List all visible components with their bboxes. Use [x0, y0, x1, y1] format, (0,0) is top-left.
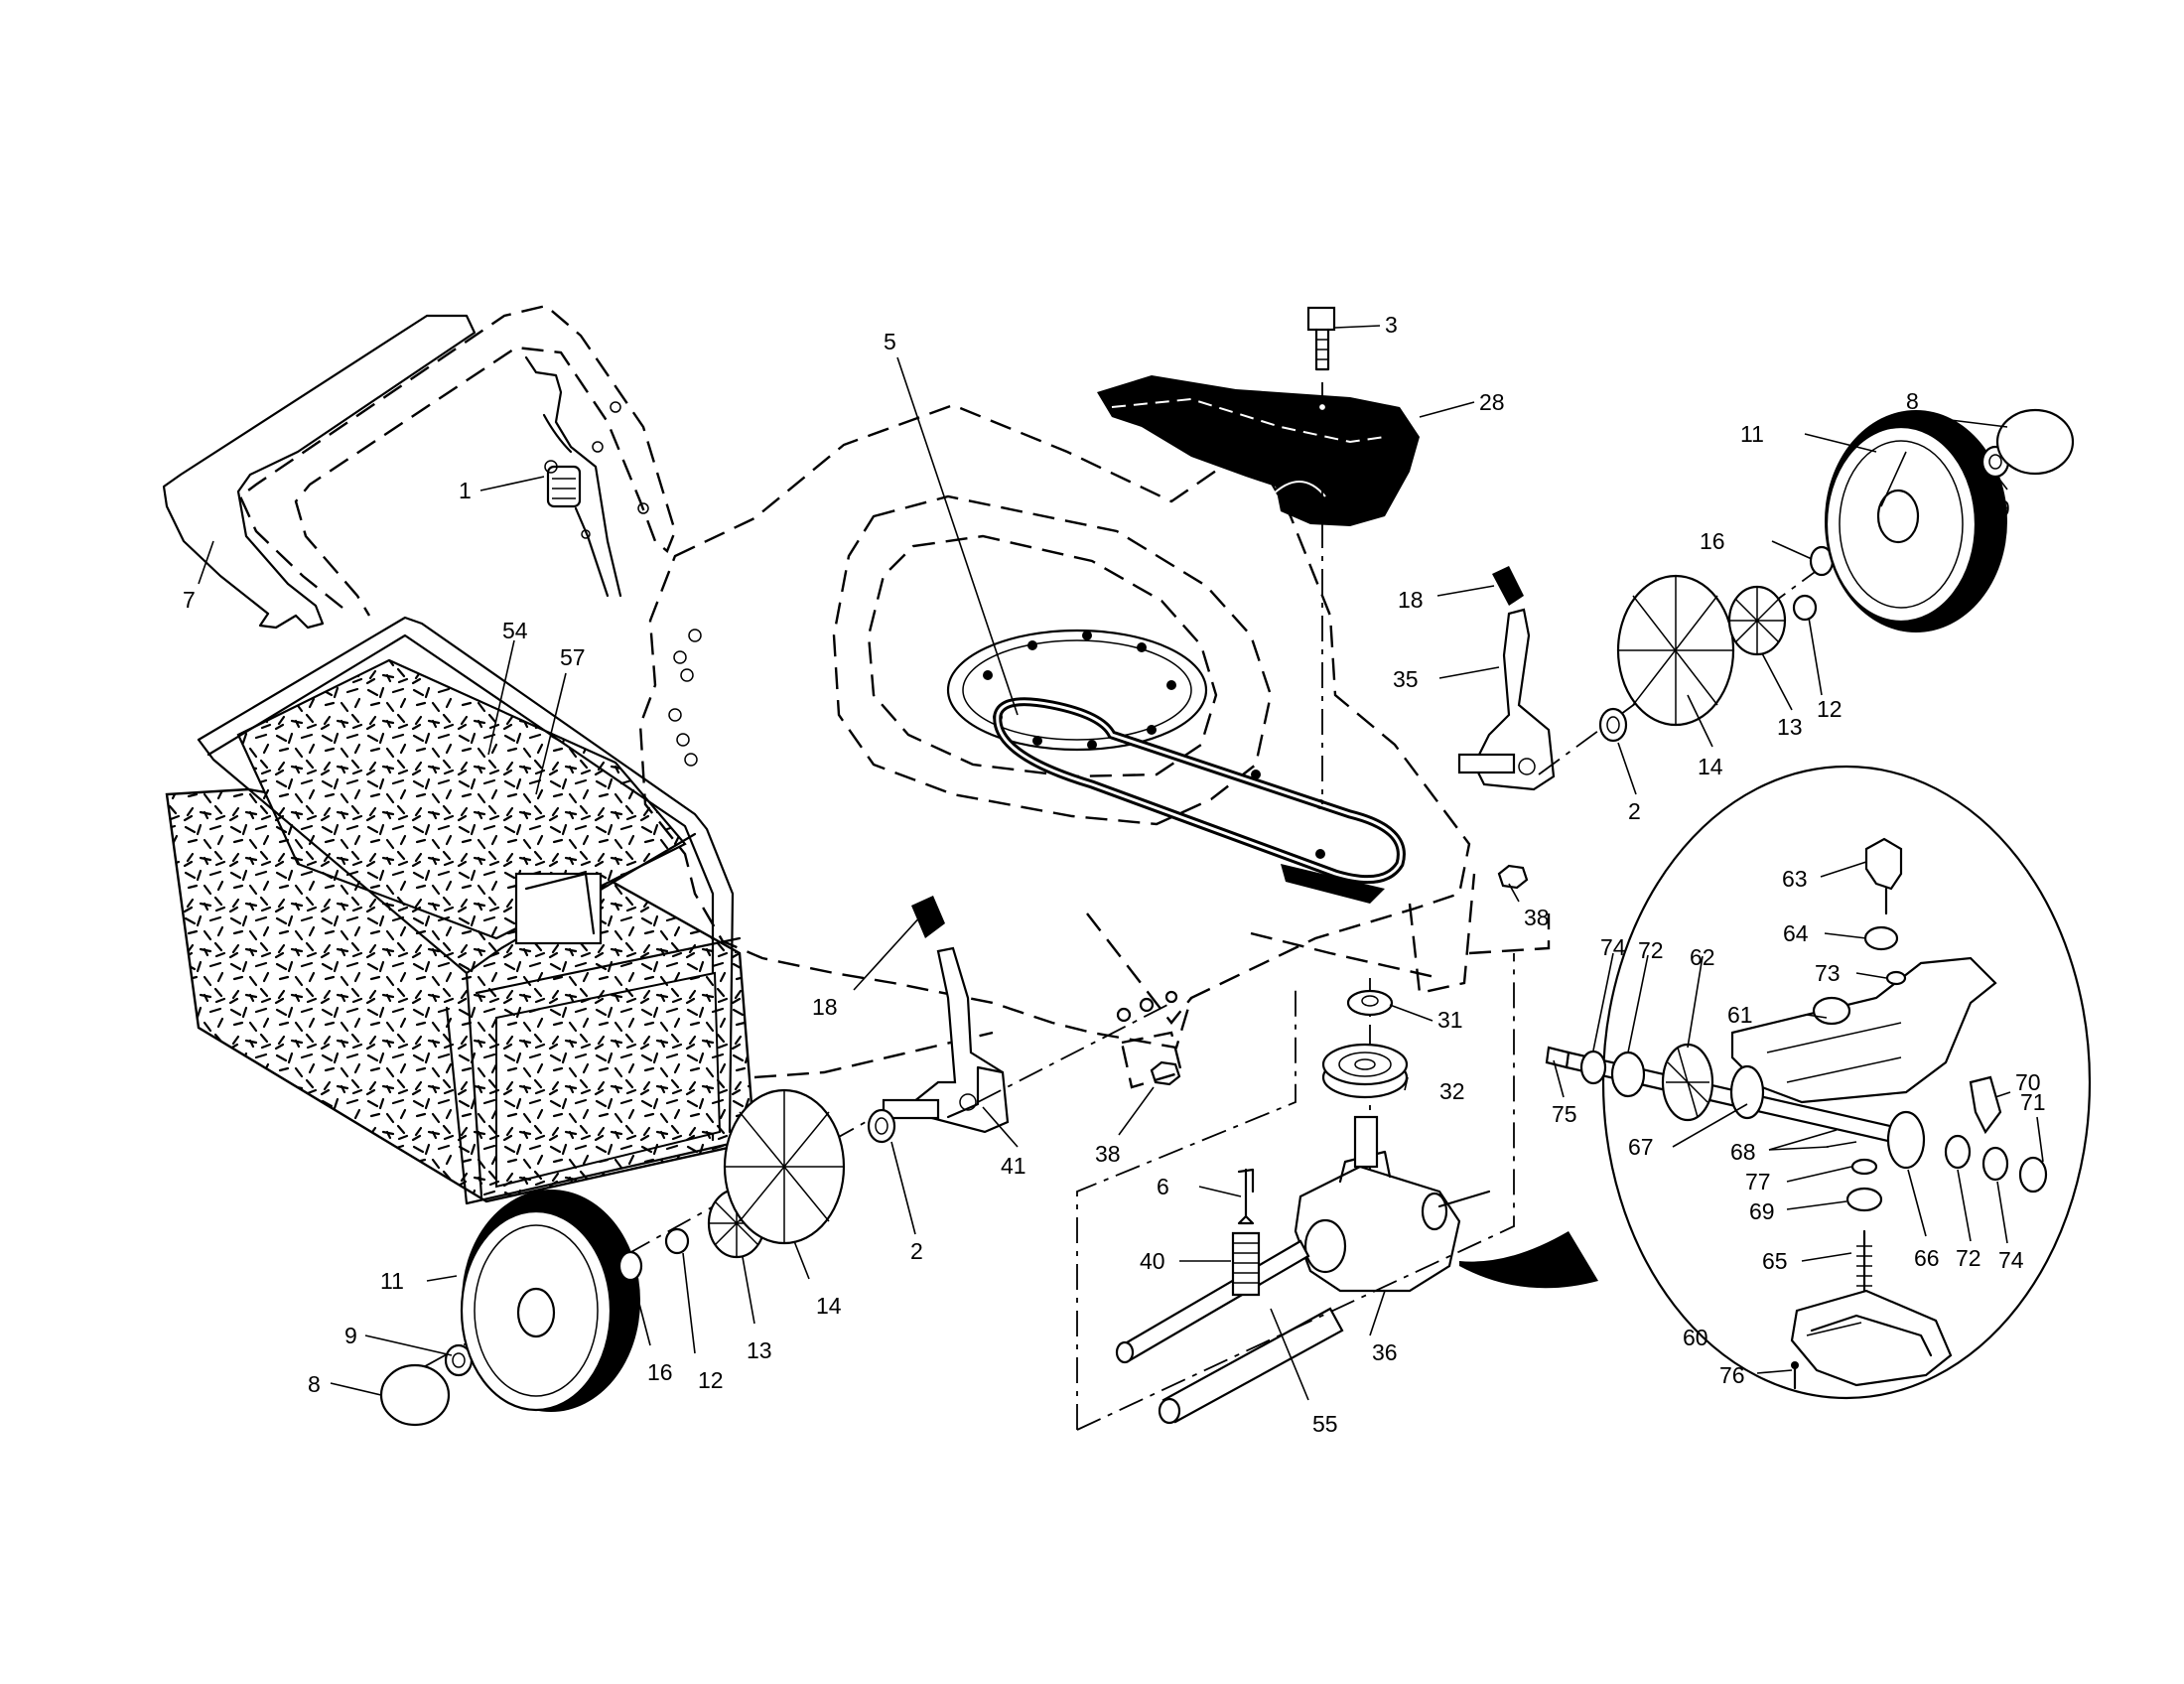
callout-72: 72 — [1638, 937, 1664, 963]
callout-63: 63 — [1782, 866, 1808, 892]
callout-74: 74 — [1998, 1247, 2024, 1273]
callout-31: 31 — [1437, 1007, 1463, 1033]
transmission-detail-inset — [1459, 765, 2092, 1400]
callout-8: 8 — [1906, 388, 1919, 414]
callout-9: 9 — [1997, 495, 2010, 521]
callout-64: 64 — [1783, 920, 1809, 946]
transmission-group — [1076, 953, 1515, 1431]
callout-36: 36 — [1372, 1339, 1398, 1365]
callout-74: 74 — [1600, 934, 1626, 960]
mower-deck — [638, 403, 1551, 1079]
callout-70: 70 — [2015, 1069, 2041, 1095]
callout-76: 76 — [1719, 1362, 1745, 1388]
callout-11: 11 — [380, 1268, 404, 1294]
callout-41: 41 — [1001, 1153, 1026, 1179]
callout-18: 18 — [812, 994, 838, 1020]
callout-5: 5 — [884, 329, 896, 354]
right-wheel-group — [1497, 408, 2075, 890]
callout-2: 2 — [910, 1238, 923, 1264]
callout-7: 7 — [183, 587, 196, 613]
callout-61: 61 — [1727, 1002, 1753, 1028]
callout-60: 60 — [1683, 1325, 1708, 1350]
callout-12: 12 — [698, 1367, 724, 1393]
callout-12: 12 — [1817, 696, 1843, 722]
callout-67: 67 — [1628, 1134, 1654, 1160]
callout-18: 18 — [1398, 587, 1424, 613]
callout-62: 62 — [1690, 944, 1715, 970]
callout-labels: 1 2 2 3 5 6 7 8 8 9 9 11 11 12 12 13 13 … — [183, 312, 2046, 1437]
callout-11: 11 — [1740, 421, 1764, 447]
callout-72: 72 — [1956, 1245, 1981, 1271]
grass-catcher — [165, 616, 756, 1205]
callout-69: 69 — [1749, 1198, 1775, 1224]
callout-77: 77 — [1745, 1169, 1771, 1194]
callout-66: 66 — [1914, 1245, 1940, 1271]
callout-75: 75 — [1552, 1101, 1577, 1127]
callout-14: 14 — [816, 1293, 842, 1319]
rear-deflector — [1097, 306, 1420, 804]
callout-28: 28 — [1479, 389, 1505, 415]
leader-lines — [198, 325, 2044, 1401]
callout-55: 55 — [1312, 1411, 1338, 1437]
callout-13: 13 — [747, 1337, 772, 1363]
callout-71: 71 — [2020, 1089, 2046, 1115]
right-height-adjuster — [1457, 555, 1838, 791]
callout-65: 65 — [1762, 1248, 1788, 1274]
callout-9: 9 — [344, 1323, 357, 1348]
callout-38: 38 — [1524, 905, 1550, 930]
callout-13: 13 — [1777, 714, 1803, 740]
callout-68: 68 — [1730, 1139, 1756, 1165]
callout-16: 16 — [647, 1359, 673, 1385]
callout-73: 73 — [1815, 960, 1841, 986]
callout-57: 57 — [560, 644, 586, 670]
callout-35: 35 — [1393, 666, 1419, 692]
left-wheel-group — [379, 1031, 1183, 1427]
handle-assembly — [162, 304, 677, 630]
callout-2: 2 — [1628, 798, 1641, 824]
callout-3: 3 — [1385, 312, 1398, 338]
callout-54: 54 — [502, 618, 528, 643]
callout-1: 1 — [459, 478, 472, 503]
callout-14: 14 — [1698, 754, 1723, 779]
callout-38: 38 — [1095, 1141, 1121, 1167]
callout-40: 40 — [1140, 1248, 1165, 1274]
callout-6: 6 — [1157, 1174, 1169, 1199]
callout-8: 8 — [308, 1371, 321, 1397]
callout-16: 16 — [1700, 528, 1725, 554]
left-height-adjuster — [882, 896, 1178, 1134]
callout-32: 32 — [1439, 1078, 1465, 1104]
